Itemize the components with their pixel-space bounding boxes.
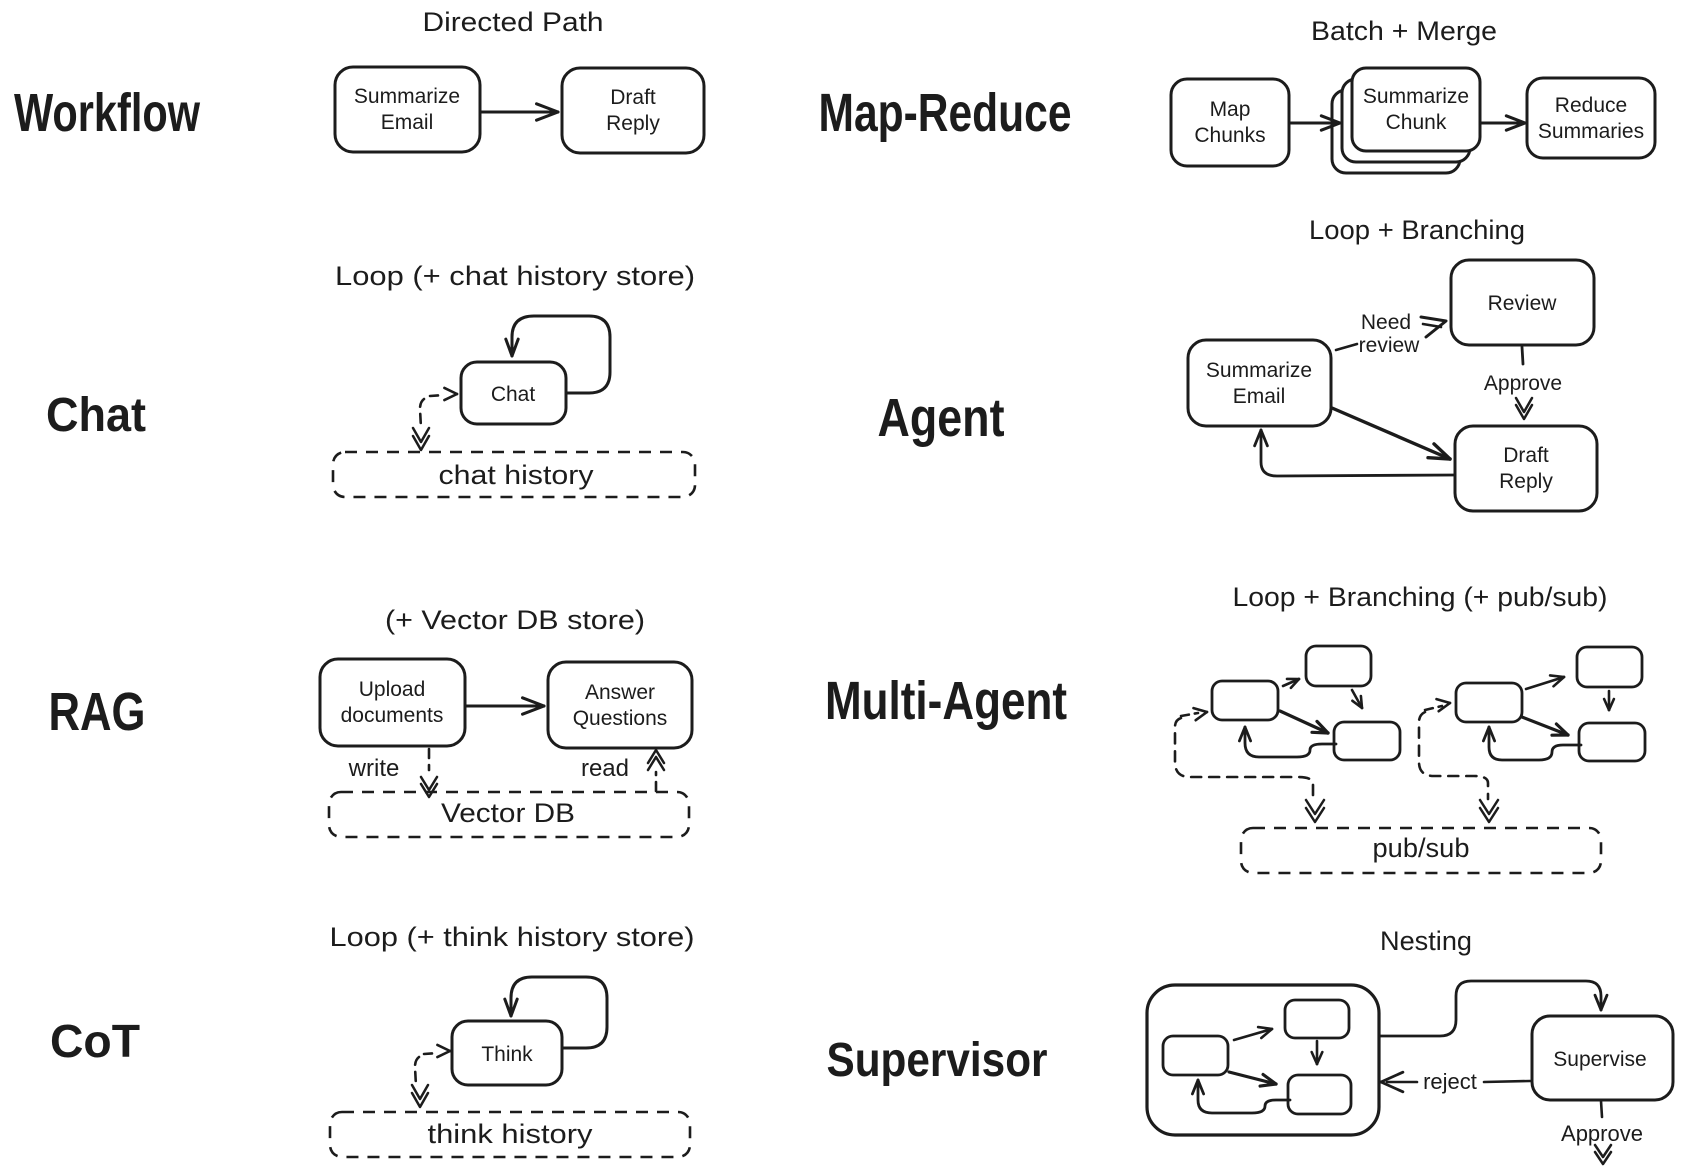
svg-text:CoT: CoT (50, 1015, 140, 1067)
svg-text:Email: Email (381, 111, 434, 134)
svg-text:Supervise: Supervise (1553, 1048, 1646, 1071)
svg-text:Directed Path: Directed Path (423, 7, 604, 37)
svg-text:read: read (581, 755, 629, 782)
svg-text:Questions: Questions (573, 707, 668, 730)
svg-text:Summarize: Summarize (1206, 359, 1312, 382)
svg-text:write: write (348, 755, 400, 782)
svg-text:Loop + Branching: Loop + Branching (1309, 215, 1525, 245)
svg-text:Workflow: Workflow (14, 83, 201, 143)
svg-text:Loop (+ chat history store): Loop (+ chat history store) (335, 261, 695, 291)
svg-text:Email: Email (1233, 385, 1286, 408)
svg-text:think history: think history (428, 1119, 594, 1149)
svg-text:Review: Review (1488, 292, 1558, 315)
svg-text:Reply: Reply (1499, 470, 1553, 493)
svg-text:Summaries: Summaries (1538, 120, 1644, 143)
svg-text:Batch + Merge: Batch + Merge (1311, 16, 1497, 46)
svg-text:documents: documents (341, 704, 444, 727)
svg-text:Chat: Chat (46, 389, 146, 442)
svg-text:Chat: Chat (491, 383, 536, 406)
svg-text:Summarize: Summarize (354, 85, 460, 108)
svg-text:Approve: Approve (1484, 372, 1562, 395)
svg-text:Answer: Answer (585, 681, 655, 704)
svg-text:pub/sub: pub/sub (1373, 833, 1470, 863)
svg-text:RAG: RAG (49, 682, 146, 742)
svg-text:(+ Vector DB store): (+ Vector DB store) (385, 605, 645, 635)
svg-text:Vector DB: Vector DB (441, 798, 575, 828)
svg-text:chat history: chat history (439, 460, 595, 490)
svg-text:Summarize: Summarize (1363, 85, 1469, 108)
svg-text:Agent: Agent (878, 388, 1005, 448)
svg-text:Need: Need (1361, 311, 1411, 334)
svg-text:Think: Think (481, 1043, 533, 1066)
svg-text:Approve: Approve (1561, 1121, 1643, 1146)
svg-text:Supervisor: Supervisor (827, 1034, 1048, 1087)
svg-text:Map-Reduce: Map-Reduce (819, 83, 1072, 143)
svg-text:Draft: Draft (1503, 444, 1549, 467)
svg-text:Loop + Branching (+ pub/sub): Loop + Branching (+ pub/sub) (1233, 582, 1608, 612)
svg-text:Reply: Reply (606, 112, 660, 135)
svg-text:review: review (1359, 334, 1421, 357)
svg-text:Draft: Draft (610, 86, 656, 109)
svg-text:Reduce: Reduce (1555, 94, 1627, 117)
svg-text:Upload: Upload (359, 678, 426, 701)
svg-text:Map: Map (1210, 98, 1251, 121)
svg-text:Chunks: Chunks (1194, 124, 1265, 147)
svg-text:reject: reject (1423, 1069, 1477, 1094)
svg-text:Multi-Agent: Multi-Agent (825, 671, 1067, 731)
svg-text:Loop (+ think history store): Loop (+ think history store) (330, 922, 695, 952)
svg-text:Chunk: Chunk (1386, 111, 1447, 134)
svg-text:Nesting: Nesting (1380, 926, 1472, 956)
